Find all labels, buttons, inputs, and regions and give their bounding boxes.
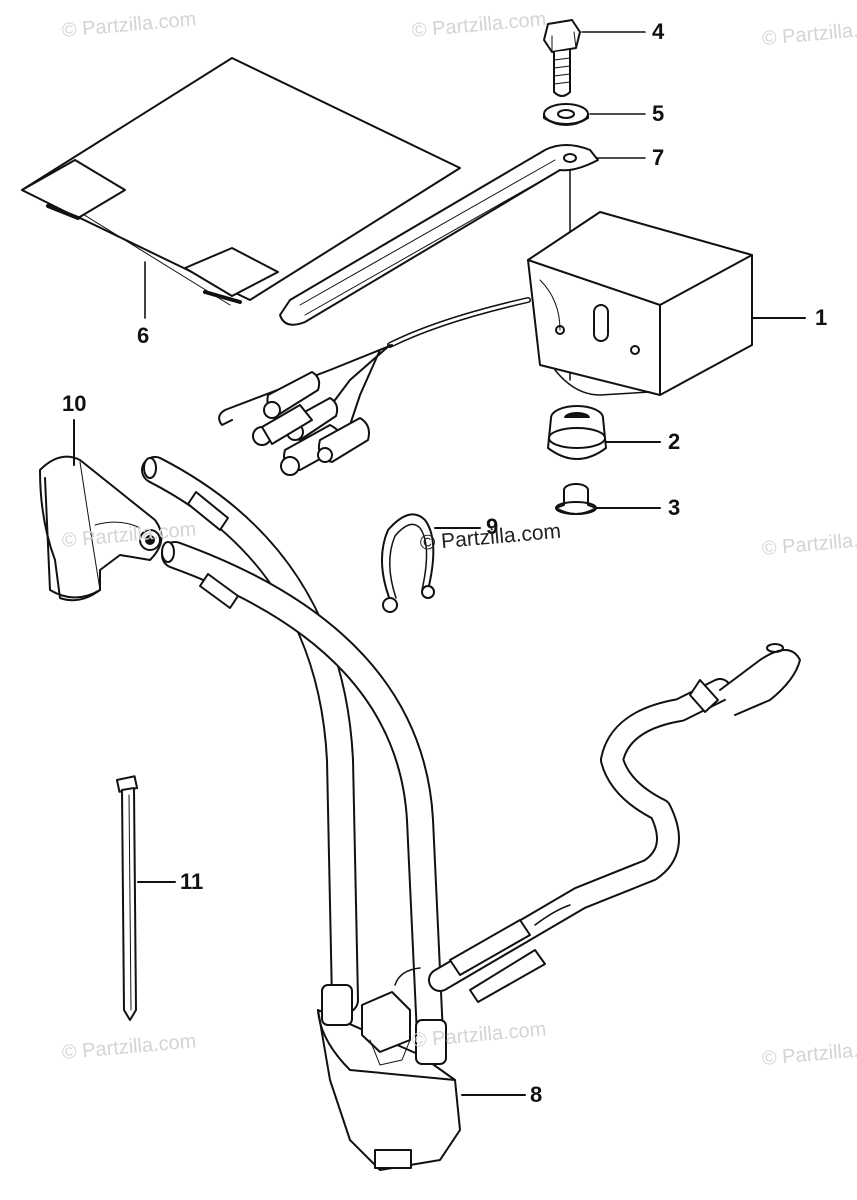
callout-1: 1 [815, 305, 828, 330]
callout-10: 10 [62, 391, 87, 416]
callout-3: 3 [668, 495, 681, 520]
callout-8: 8 [530, 1082, 543, 1107]
part-3-nut [555, 483, 661, 515]
callout-2: 2 [668, 429, 681, 454]
part-5-washer [543, 103, 589, 126]
part-8-ignition-coil [141, 456, 801, 1171]
part-9-clip [380, 513, 481, 613]
leader-lines [144, 31, 646, 319]
part-11-cable-tie [115, 775, 176, 1021]
part-10-plug-cap [39, 419, 163, 602]
callout-5: 5 [652, 101, 665, 126]
part-7-strap [279, 144, 599, 381]
callout-7: 7 [652, 145, 665, 170]
callout-11: 11 [180, 869, 204, 894]
part-4-bolt [543, 19, 581, 97]
callout-9: 9 [486, 514, 499, 539]
part-2-grommet [547, 405, 661, 460]
callout-4: 4 [652, 19, 665, 44]
part-6-manual [21, 57, 461, 306]
part-1-cdi-unit [218, 211, 806, 476]
callout-6: 6 [137, 323, 150, 348]
